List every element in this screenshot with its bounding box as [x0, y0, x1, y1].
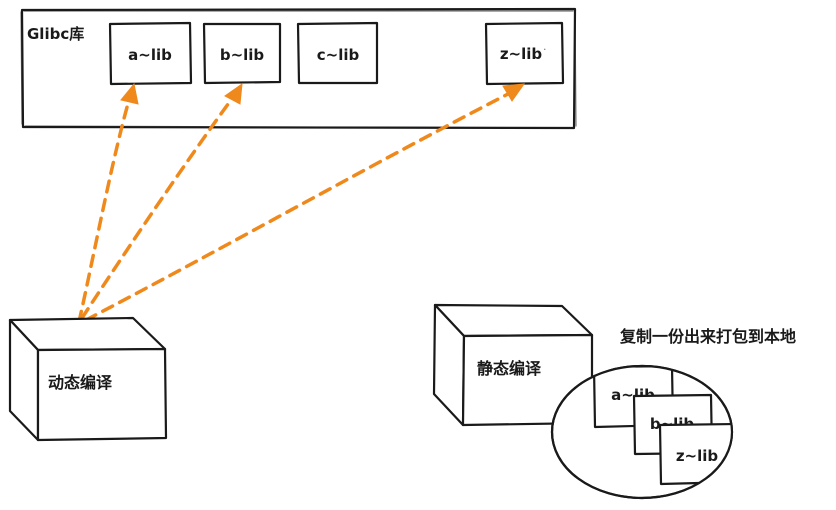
arrow-to-a-lib: [77, 98, 131, 324]
glibc-lib-a-box: [108, 21, 193, 86]
glibc-lib-a-label: a~lib: [128, 46, 172, 64]
glibc-lib-z-box: [484, 21, 565, 86]
static-compile-box: 静态编译: [432, 303, 594, 427]
static-copy-caption: 复制一份出来打包到本地: [619, 327, 796, 346]
glibc-container: Glibc库 a~lib b~lib c~lib z~lib .: [20, 7, 577, 130]
local-copy-bundle: a~lib b~lib z~lib: [550, 364, 734, 500]
glibc-lib-b: b~lib: [202, 22, 282, 85]
arrow-to-z-lib: [84, 92, 510, 322]
glibc-lib-c-label: c~lib: [317, 46, 360, 64]
dynamic-link-arrows: [77, 82, 526, 324]
glibc-lib-c: c~lib: [296, 21, 379, 85]
arrow-to-b-lib-head: [224, 82, 243, 105]
glibc-container-border-overdraw: [20, 10, 577, 129]
arrow-to-a-lib-head: [120, 82, 139, 105]
dynamic-box-front: [36, 347, 168, 442]
dynamic-compile-box: 动态编译: [8, 316, 168, 442]
static-compile-label: 静态编译: [477, 359, 542, 378]
glibc-lib-z: z~lib .: [484, 21, 565, 86]
glibc-lib-a: a~lib: [108, 21, 193, 86]
local-copy-lib-z-label: z~lib: [676, 447, 719, 465]
dynamic-compile-label: 动态编译: [48, 373, 113, 392]
local-copy-ellipse-outline: [550, 364, 734, 500]
arrow-to-z-lib-head: [502, 83, 526, 102]
local-copy-libs: a~lib b~lib z~lib: [592, 366, 732, 486]
glibc-container-border: [20, 7, 577, 130]
glibc-lib-z-label: z~lib: [500, 45, 543, 63]
glibc-lib-b-label: b~lib: [220, 46, 265, 64]
glibc-lib-c-box: [296, 21, 379, 85]
arrow-to-b-lib: [80, 98, 233, 320]
glibc-lib-b-box: [202, 22, 282, 85]
local-copy-lib-z: z~lib: [658, 422, 732, 486]
glibc-title: Glibc库: [27, 25, 84, 43]
glibc-lib-z-dot: .: [543, 40, 547, 53]
